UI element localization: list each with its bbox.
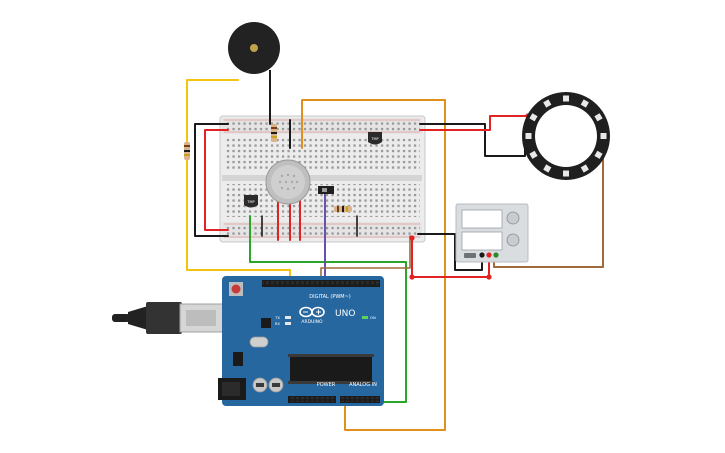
wire-orange[interactable] [301,99,446,431]
ground-terminal [493,252,499,258]
neopixel-led [594,150,603,159]
analog-header-label: ANALOG IN [349,382,377,388]
neopixel-led [529,113,538,122]
neopixel-led [594,113,603,122]
on-label: ON [370,315,376,320]
neopixel-led [525,133,532,139]
neopixel-led [563,95,569,102]
neopixel-led [580,99,589,108]
voltage-knob-icon[interactable] [506,211,520,225]
neopixel-led [543,164,552,173]
tx-label: TX [274,315,280,320]
wire-yellow[interactable] [186,79,291,286]
power-switch[interactable] [464,253,476,258]
temp-sensor-left-label: TMP [246,200,254,204]
resistor-left[interactable] [184,142,190,160]
current-knob-icon[interactable] [506,233,520,247]
model-label: UNO [335,309,355,319]
wire-red-top[interactable] [419,115,529,131]
slide-switch[interactable] [318,186,334,194]
neopixel-led [600,133,607,139]
resistor-right[interactable] [334,206,352,212]
brand-label: ARDUINO [301,319,323,325]
usb-cable[interactable] [112,302,225,334]
neopixel-led [529,150,538,159]
wire-red-supply[interactable] [411,237,490,278]
rx-label: RX [275,321,281,326]
wire-black-top[interactable] [419,123,526,157]
arduino-logo-icon [299,306,325,318]
wires [186,79,604,431]
neopixel-led [543,99,552,108]
power-supply[interactable] [455,203,529,263]
temp-sensor-right-label: TMP [370,137,378,141]
resistor-top[interactable] [271,124,277,142]
digital-header-label: DIGITAL (PWM~) [309,294,351,300]
temp-sensor-right[interactable]: TMP [368,132,382,145]
temp-sensor-left[interactable]: TMP [244,195,258,208]
power-header-label: POWER [317,382,336,388]
wire-black-left[interactable] [194,123,229,237]
piezo-buzzer[interactable] [228,22,280,100]
neopixel-led [580,164,589,173]
negative-terminal [479,252,485,258]
breadboard[interactable] [219,115,426,243]
wire-black-bottom[interactable] [417,233,483,271]
neopixel-ring[interactable] [522,92,610,180]
wire-red-left[interactable] [204,129,229,231]
neopixel-leds [525,95,607,177]
atmega-chip [290,356,372,382]
gas-sensor[interactable] [265,159,311,205]
power-supply-display-1 [461,209,503,229]
arduino-uno[interactable]: DIGITAL (PWM~) TX RX ARDUINO UNO ON [218,276,384,406]
neopixel-led [563,170,569,177]
power-supply-display-2 [461,231,503,251]
positive-terminal [486,252,492,258]
